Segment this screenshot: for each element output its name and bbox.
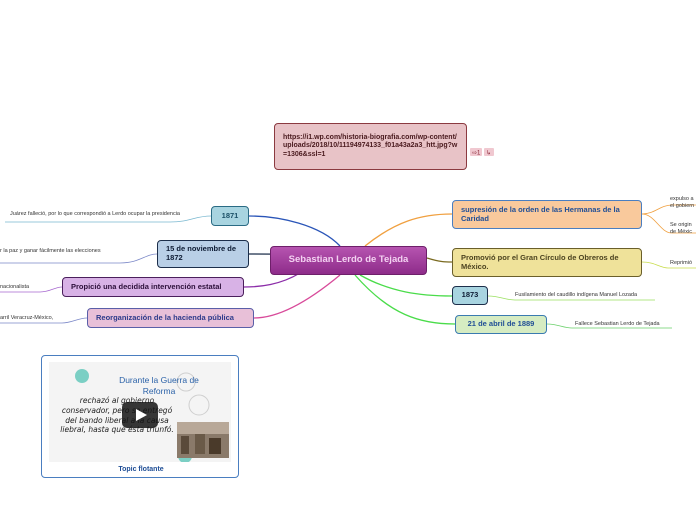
leaf-1871: Juárez falleció, por lo que correspondió…	[10, 211, 180, 217]
leaf-21-abril: Fallece Sebastian Lerdo de Tejada	[575, 321, 660, 327]
topic-icons[interactable]: ⇨1 ↳	[470, 143, 496, 157]
topic-intervencion-estatal[interactable]: Propició una decidida intervención estat…	[62, 277, 244, 297]
url-text: https://i1.wp.com/historia-biografia.com…	[283, 134, 458, 158]
topic-15-noviembre[interactable]: 15 de noviembre de 1872	[157, 240, 249, 268]
topic-label: Promovió por el Gran Círculo de Obreros …	[461, 252, 619, 271]
leaf-supresion-1: expulso a el gobiern	[670, 196, 695, 209]
topic-label: 1871	[221, 210, 239, 220]
topic-label: supresión de la orden de las Hermanas de…	[461, 204, 620, 223]
url-topic[interactable]: https://i1.wp.com/historia-biografia.com…	[274, 123, 467, 170]
central-label: Sebastian Lerdo de Tejada	[288, 254, 409, 266]
leaf-hacienda: arril Veracruz-México,	[0, 315, 54, 321]
floating-topic[interactable]: Durante la Guerra de Reforma rechazó al …	[41, 355, 239, 478]
svg-text:⇨1: ⇨1	[472, 151, 481, 157]
video-text: rechazó al gobierno conservador, pero se…	[60, 396, 174, 435]
video-title: Durante la Guerra de Reforma	[119, 375, 199, 397]
central-topic[interactable]: Sebastian Lerdo de Tejada	[270, 246, 427, 275]
topic-promovio[interactable]: Promovió por el Gran Círculo de Obreros …	[452, 248, 642, 277]
svg-text:↳: ↳	[486, 150, 491, 157]
leaf-1873: Fusilamiento del caudillo indígena Manue…	[515, 292, 637, 298]
topic-label: 21 de abril de 1889	[467, 319, 535, 329]
topic-label: 15 de noviembre de 1872	[166, 244, 237, 262]
topic-1871[interactable]: 1871	[211, 206, 249, 226]
topic-label: Reorganización de la hacienda pública	[96, 312, 234, 322]
leaf-promovio: Reprimió	[670, 260, 693, 266]
thumbnail-decor	[75, 369, 229, 462]
topic-1873[interactable]: 1873	[452, 286, 488, 305]
play-button-icon[interactable]	[122, 402, 158, 428]
topic-supresion[interactable]: supresión de la orden de las Hermanas de…	[452, 200, 642, 229]
topic-21-abril[interactable]: 21 de abril de 1889	[455, 315, 547, 334]
leaf-supresion-2: Se origin de Méxic	[670, 222, 693, 235]
leaf-15-noviembre: r la paz y ganar fácilmente las eleccion…	[0, 248, 101, 254]
topic-label: Propició una decidida intervención estat…	[71, 281, 222, 291]
leaf-intervencion: nacionalista	[0, 284, 30, 290]
video-thumbnail[interactable]: Durante la Guerra de Reforma rechazó al …	[49, 362, 231, 462]
floating-topic-label: Topic flotante	[118, 466, 164, 473]
topic-label: 1873	[461, 290, 479, 300]
topic-hacienda[interactable]: Reorganización de la hacienda pública	[87, 308, 254, 328]
